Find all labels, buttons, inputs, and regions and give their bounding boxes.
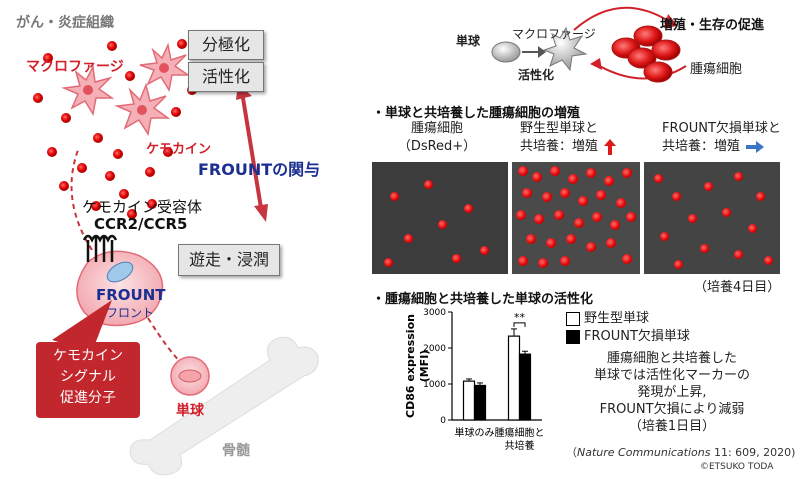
activation-note: 腫瘍細胞と共培養した 単球では活性化マーカーの 発現が上昇, FROUNT欠損に…	[572, 350, 772, 435]
up-arrow	[240, 91, 264, 215]
note-line-5: （培養1日目）	[628, 419, 716, 434]
tr-activation-label: 活性化	[518, 68, 555, 82]
signal-callout-pointer	[52, 300, 112, 352]
monocyte-label: 単球	[176, 403, 204, 419]
up-red-arrow-icon	[604, 138, 617, 155]
legend-item-ko: FROUNT欠損単球	[566, 328, 690, 346]
tissue-header: がん・炎症組織	[16, 15, 114, 31]
tumor-cell-cluster	[611, 25, 681, 83]
macrophage-cells	[61, 42, 191, 136]
macrophage-label: マクロファージ	[26, 59, 124, 75]
citation-rest: 11: 609, 2020)	[710, 446, 796, 459]
frount-kana-label: フロント	[106, 306, 155, 320]
micrograph-tumor-only	[372, 162, 508, 274]
cd86-bar-chart: 0 1000 2000 3000CD86 expression(MFI) 単球のみ腫瘍細…	[404, 308, 545, 452]
migration-box: 遊走・浸潤	[178, 244, 280, 276]
receptor-label: ケモカイン受容体	[82, 198, 203, 216]
left-diagram-graphics	[33, 39, 319, 476]
tr-monocyte-label: 単球	[456, 34, 481, 48]
tr-proliferation-label: 増殖・生存の促進	[660, 18, 765, 33]
right-blue-arrow-icon	[746, 140, 765, 153]
y-tick-label: 1000	[423, 380, 446, 390]
receptor-coil	[82, 234, 118, 262]
tr-macrophage-label: マクロファージ	[512, 27, 596, 41]
panel2-line-1: 野生型単球と	[520, 121, 599, 136]
panel3-line-1: FROUNT欠損単球と	[662, 121, 781, 136]
activation-box: 活性化	[188, 62, 264, 92]
macrophage-gray-cell	[542, 26, 588, 72]
y-tick-label: 3000	[423, 308, 446, 318]
y-axis-label: CD86 expression	[404, 314, 417, 418]
frount-en-label: FROUNT	[96, 286, 166, 304]
legend-swatch-wt	[566, 311, 580, 326]
monocyte-gray-cell	[491, 41, 521, 63]
note-line-2: 単球では活性化マーカーの	[593, 368, 750, 383]
y-tick-label: 0	[440, 416, 446, 426]
citation: （Nature Communications 11: 609, 2020)	[566, 444, 795, 460]
signal-callout-box: ケモカイン シグナル 促進分子	[36, 342, 140, 418]
note-line-3: 発現が上昇,	[637, 385, 707, 400]
monocyte-dashed-path	[147, 317, 185, 367]
panel1-line-2: （DsRed+）	[397, 139, 477, 154]
polarization-box: 分極化	[188, 30, 264, 60]
curved-arrow	[573, 6, 671, 31]
panel2-caption: 野生型単球と 共培養：増殖	[520, 120, 660, 156]
y-tick-label: 2000	[423, 344, 446, 354]
significance-label: **	[514, 311, 526, 324]
activation-heading: ・腫瘍細胞と共培養した単球の活性化	[372, 292, 594, 307]
signal-line-1: ケモカイン	[53, 348, 123, 364]
x-tick-label: 単球のみ	[455, 426, 495, 439]
x-tick-label: 腫瘍細胞と	[495, 426, 545, 439]
tr-tumor-label: 腫瘍細胞	[690, 62, 743, 77]
panel2-line-2: 共培養：増殖	[520, 139, 599, 154]
legend-label-wt: 野生型単球	[584, 311, 650, 326]
chart-legend: 野生型単球 FROUNT欠損単球	[566, 310, 690, 346]
panel1-line-1: 腫瘍細胞	[410, 121, 463, 136]
culture-days-label: （培養4日目）	[694, 280, 781, 295]
bone-marrow-label: 骨髄	[222, 443, 250, 459]
signal-line-3: 促進分子	[60, 390, 116, 406]
y-axis-unit-label: (MFI)	[418, 350, 431, 383]
chemokine-label: ケモカイン	[146, 142, 212, 157]
top-right-diagram-graphics	[491, 6, 687, 83]
significance-bracket	[513, 322, 526, 327]
signal-line-2: シグナル	[60, 369, 116, 385]
panel3-caption: FROUNT欠損単球と 共培養：増殖	[662, 120, 798, 156]
migration-dashed-path	[70, 149, 93, 251]
x-tick-label-cont: 共培養	[505, 439, 535, 452]
receptor-name: CCR2/CCR5	[94, 215, 188, 233]
legend-label-ko: FROUNT欠損単球	[584, 329, 690, 344]
micrograph-wildtype-coculture	[512, 162, 640, 274]
bone-shape	[129, 336, 319, 476]
citation-journal: Nature Communications	[577, 446, 711, 459]
coculture-heading: ・単球と共培養した腫瘍細胞の増殖	[372, 106, 581, 121]
copyright: ©ETSUKO TODA	[700, 462, 774, 472]
legend-swatch-ko	[566, 329, 580, 344]
panel1-caption: 腫瘍細胞 （DsRed+）	[372, 120, 502, 156]
bar-wt	[462, 380, 476, 421]
note-line-1: 腫瘍細胞と共培養した	[606, 351, 737, 366]
legend-item-wt: 野生型単球	[566, 310, 690, 328]
bar-wt	[507, 335, 521, 421]
cell-body	[76, 250, 164, 327]
frount-role-label: FROUNTの関与	[198, 160, 321, 179]
micrograph-frount-ko-coculture	[644, 162, 780, 274]
citation-open: （	[566, 446, 577, 459]
bar-ko	[473, 384, 487, 421]
panel3-line-2: 共培養：増殖	[662, 139, 741, 154]
frount-ellipse	[106, 261, 134, 283]
bar-ko	[518, 353, 532, 421]
note-line-4: FROUNT欠損により減弱	[599, 402, 745, 417]
